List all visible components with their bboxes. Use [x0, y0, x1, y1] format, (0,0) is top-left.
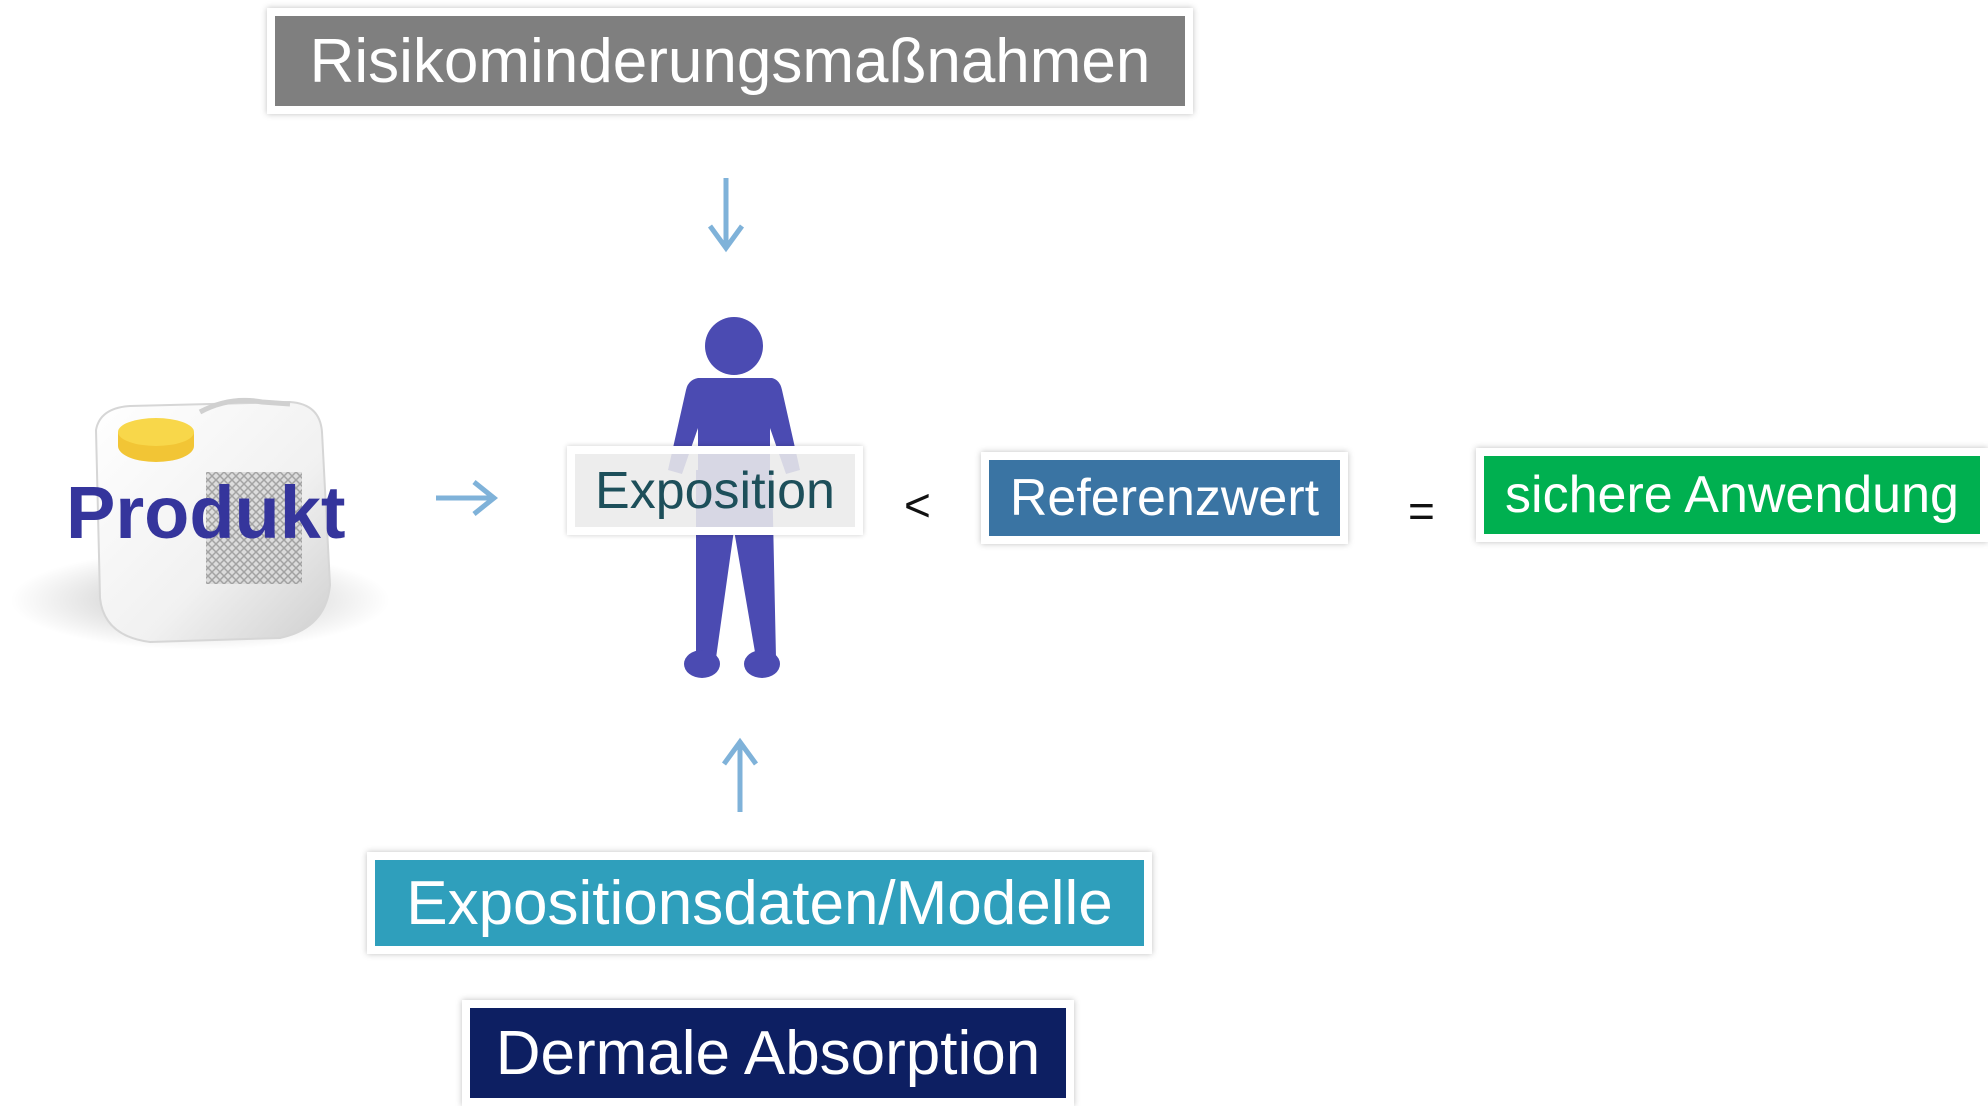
product-label: Produkt [66, 471, 346, 554]
exposure-data-models-box: Expositionsdaten/Modelle [367, 852, 1152, 954]
arrow-down-icon [707, 178, 745, 253]
equals-sign: = [1408, 485, 1435, 537]
arrow-right-icon [436, 480, 499, 516]
canister-icon [10, 397, 390, 650]
safe-use-box: sichere Anwendung [1476, 448, 1988, 542]
reference-value-box: Referenzwert [981, 452, 1348, 544]
less-than-sign: < [904, 479, 931, 531]
dermal-absorption-box: Dermale Absorption [462, 1000, 1074, 1106]
exposition-label-box: Exposition [567, 446, 863, 535]
risk-reduction-box: Risikominderungsmaßnahmen [267, 8, 1193, 114]
arrow-up-icon [721, 737, 759, 812]
